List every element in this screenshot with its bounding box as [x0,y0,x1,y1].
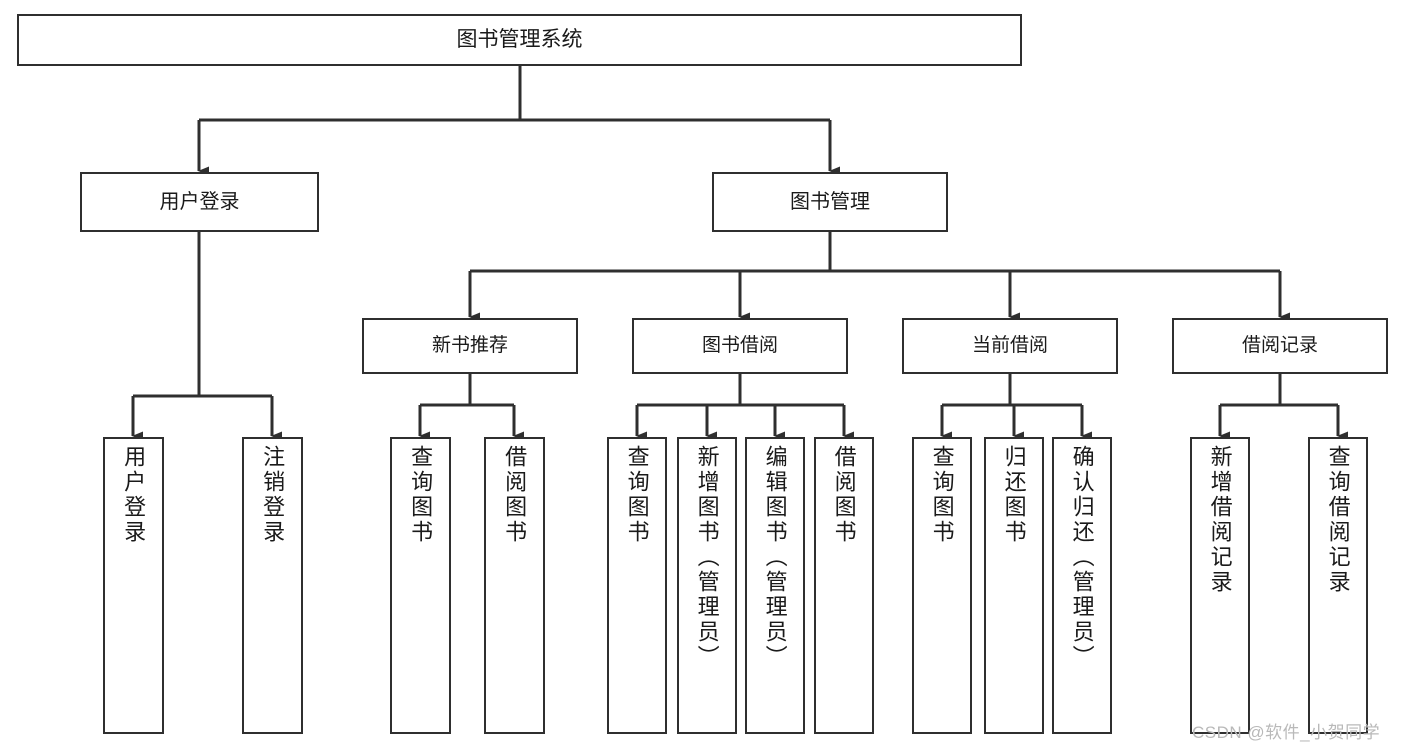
node-label: 新增图书（管理员） [694,445,720,670]
leaf-leaf-return-book[interactable]: 归还图书 [984,437,1044,734]
node-label: 图书管理系统 [456,27,583,51]
leaf-leaf-edit-book[interactable]: 编辑图书（管理员） [745,437,805,734]
leaf-leaf-logout[interactable]: 注销登录 [242,437,303,734]
leaf-leaf-user-login[interactable]: 用户登录 [103,437,164,734]
node-label: 借阅图书 [502,445,528,545]
node-new-book-recommend[interactable]: 新书推荐 [362,318,578,374]
node-root[interactable]: 图书管理系统 [17,14,1022,66]
leaf-leaf-confirm-return[interactable]: 确认归还（管理员） [1052,437,1112,734]
node-label: 图书借阅 [701,335,778,357]
node-label: 用户登录 [121,445,147,545]
node-label: 当前借阅 [971,335,1048,357]
node-book-borrow[interactable]: 图书借阅 [632,318,848,374]
leaf-leaf-add-borrow-record[interactable]: 新增借阅记录 [1190,437,1250,734]
node-label: 查询图书 [408,445,434,545]
leaf-leaf-query-book-current[interactable]: 查询图书 [912,437,972,734]
node-label: 用户登录 [159,190,240,213]
node-label: 查询图书 [624,445,650,545]
node-user-login[interactable]: 用户登录 [80,172,319,232]
node-borrow-record[interactable]: 借阅记录 [1172,318,1388,374]
node-label: 归还图书 [1001,445,1027,545]
leaf-leaf-query-book-borrow[interactable]: 查询图书 [607,437,667,734]
node-current-borrow[interactable]: 当前借阅 [902,318,1118,374]
leaf-leaf-add-book[interactable]: 新增图书（管理员） [677,437,737,734]
node-label: 查询借阅记录 [1325,445,1351,595]
node-label: 确认归还（管理员） [1069,445,1095,670]
node-label: 新增借阅记录 [1207,445,1233,595]
node-book-management[interactable]: 图书管理 [712,172,948,232]
connector-group [131,66,1348,441]
node-label: 新书推荐 [431,335,508,357]
leaf-leaf-query-borrow-record[interactable]: 查询借阅记录 [1308,437,1368,734]
node-label: 借阅图书 [831,445,857,545]
node-label: 图书管理 [790,190,870,213]
node-label: 注销登录 [260,445,286,545]
leaf-leaf-query-book-recommend[interactable]: 查询图书 [390,437,451,734]
watermark-text: CSDN @软件_小贺同学 [1192,723,1381,742]
node-label: 编辑图书（管理员） [762,445,788,670]
node-label: 查询图书 [929,445,955,545]
leaf-leaf-borrow-book[interactable]: 借阅图书 [814,437,874,734]
leaf-leaf-borrow-book-recommend[interactable]: 借阅图书 [484,437,545,734]
node-label: 借阅记录 [1241,335,1318,357]
